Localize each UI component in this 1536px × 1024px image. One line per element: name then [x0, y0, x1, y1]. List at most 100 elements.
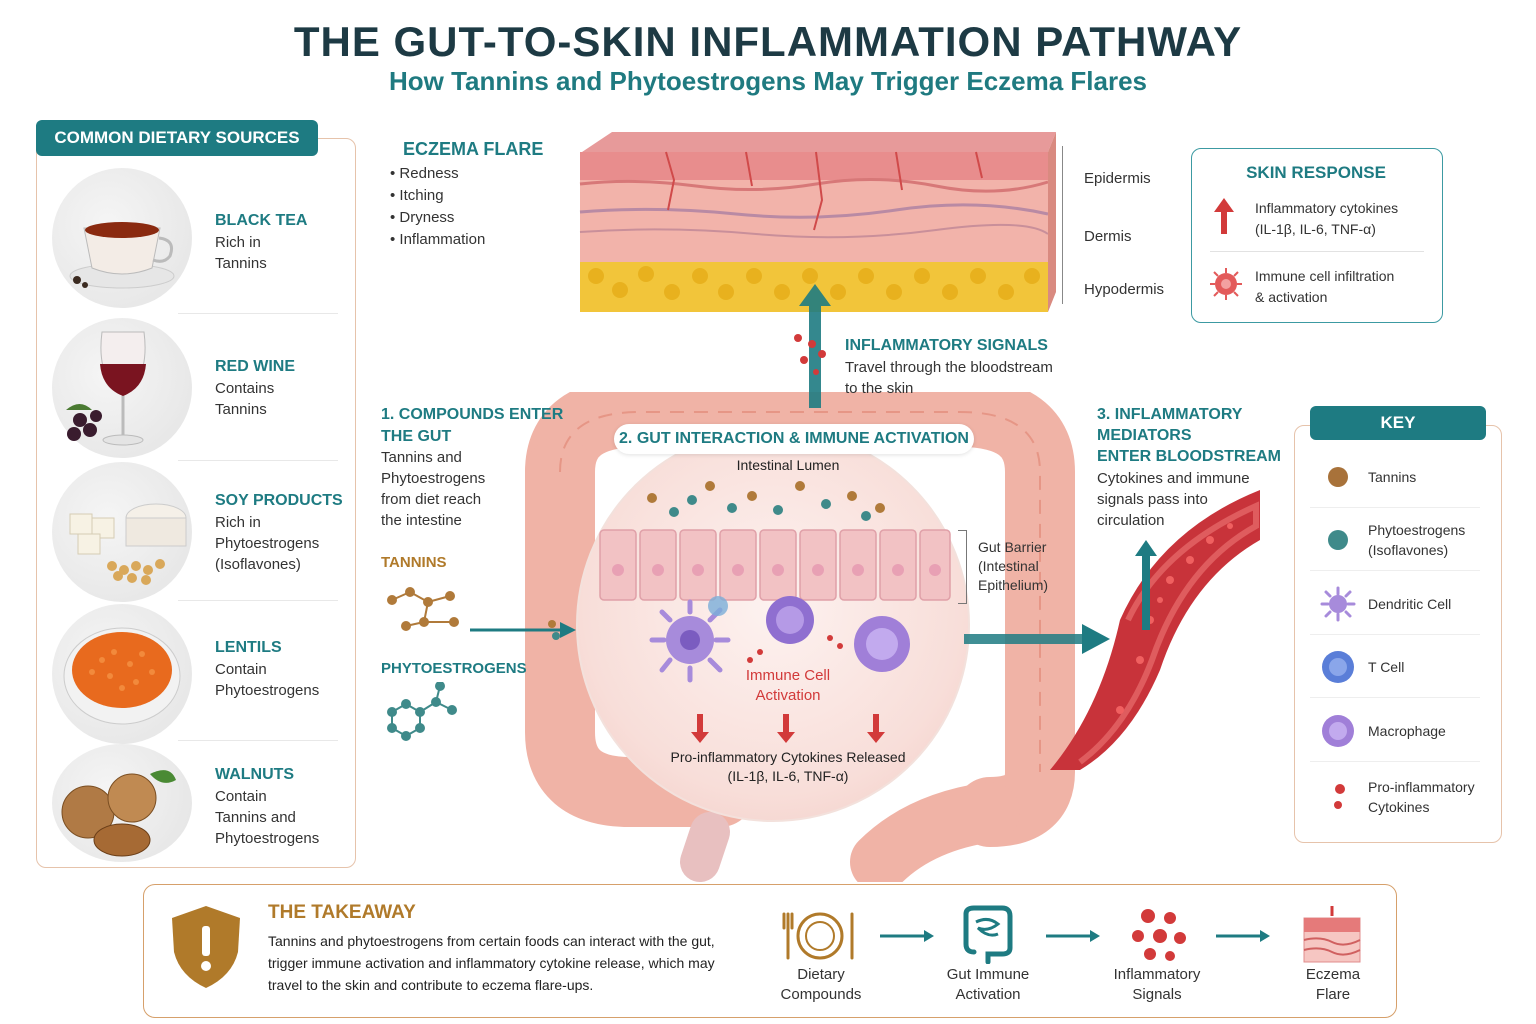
down-arrow-icon [690, 714, 710, 749]
skin-response-panel [1191, 148, 1443, 323]
walnuts-image [52, 744, 192, 862]
food-name-black-tea: BLACK TEA [215, 212, 308, 229]
takeaway-text: Tannins and phytoestrogens from certain … [268, 933, 715, 993]
takeaway-panel [143, 884, 1397, 1018]
cytokines-released-label: Pro-inflammatory Cytokines Released(IL-1… [670, 749, 906, 784]
food-desc-line: Tannins and [215, 809, 296, 826]
phytoestrogen-icon [1328, 530, 1348, 550]
soy-products-image [52, 462, 192, 602]
eczema-symptom-list: • Redness • Itching • Dryness • Inflamma… [390, 163, 485, 250]
down-arrow-icon [776, 714, 796, 749]
key-header: KEY [1310, 406, 1486, 440]
inflammatory-signals-icon [1126, 904, 1190, 969]
key-row-tcell: T Cell [1310, 637, 1480, 698]
up-arrow-icon [1212, 196, 1236, 241]
food-desc-line: Contain [215, 788, 267, 805]
takeaway-title: THE TAKEAWAY [268, 902, 416, 923]
cytokine-particles [792, 330, 832, 385]
eczema-symptom: • Itching [390, 187, 444, 204]
food-desc-line: Phytoestrogens [215, 535, 320, 552]
food-desc-line: Contain [215, 661, 267, 678]
flow-arrow-icon [1046, 928, 1102, 949]
food-desc-line: Phytoestrogens [215, 682, 320, 699]
food-name-lentils: LENTILS [215, 639, 282, 656]
layer-label-dermis: Dermis [1084, 228, 1132, 245]
food-desc-line: Rich in [215, 234, 261, 251]
divider [1210, 251, 1424, 252]
lumen-particles [640, 476, 900, 531]
layer-label-epidermis: Epidermis [1084, 170, 1151, 187]
gut-illustration [520, 377, 1080, 892]
skin-response-title: SKIN RESPONSE [1246, 163, 1386, 182]
up-arrow-from-bloodstream [1134, 540, 1158, 637]
food-desc-line: Contains [215, 380, 275, 397]
skin-response-immune-cells: Immune cell infiltration& activation [1255, 268, 1395, 305]
divider [178, 600, 338, 601]
eczema-symptom: • Inflammation [390, 231, 486, 248]
tannin-molecule-icon [384, 580, 464, 641]
flow-arrow-icon [880, 928, 936, 949]
phytoestrogens-label: PHYTOESTROGENS [381, 660, 527, 677]
immune-cells-illustration [640, 590, 940, 705]
signals-title: INFLAMMATORY SIGNALS [845, 337, 1048, 354]
page-title: THE GUT-TO-SKIN INFLAMMATION PATHWAY [293, 18, 1243, 65]
food-name-walnuts: WALNUTS [215, 766, 295, 783]
food-name-red-wine: RED WINE [215, 358, 295, 375]
arrow-to-bloodstream [964, 624, 1114, 659]
phytoestrogen-molecule-icon [384, 681, 464, 747]
dietary-sources-header: COMMON DIETARY SOURCES [36, 120, 318, 156]
warning-shield-icon [170, 904, 242, 995]
barrier-bracket [958, 530, 967, 604]
key-row-dendritic: Dendritic Cell [1310, 574, 1480, 635]
layer-label-hypodermis: Hypodermis [1084, 281, 1165, 298]
food-desc-line: Phytoestrogens [215, 830, 320, 847]
step2-title-pill: 2. GUT INTERACTION & IMMUNE ACTIVATION [614, 424, 974, 454]
eczema-symptom: • Redness [390, 165, 459, 182]
immune-cell-icon [1208, 266, 1244, 307]
epithelium-illustration [590, 520, 960, 615]
down-arrow-icon [866, 714, 886, 749]
page-subtitle: How Tannins and Phytoestrogens May Trigg… [388, 66, 1148, 96]
eczema-symptom: • Dryness [390, 209, 455, 226]
tannin-icon [1328, 467, 1348, 487]
tannins-label: TANNINS [381, 554, 447, 571]
food-desc-line: Tannins [215, 255, 267, 272]
flow-arrow-icon [1216, 928, 1272, 949]
food-desc-line: Rich in [215, 514, 261, 531]
red-wine-image [52, 318, 192, 458]
skin-response-cytokines: Inflammatory cytokines(IL-1β, IL-6, TNF-… [1255, 200, 1399, 237]
eczema-flare-title: ECZEMA FLARE [403, 139, 544, 159]
cytokine-icon [1334, 784, 1345, 809]
key-row-phytoestrogens: Phytoestrogens(Isoflavones) [1310, 510, 1480, 571]
gut-icon [958, 904, 1018, 969]
key-row-macrophage: Macrophage [1310, 701, 1480, 762]
divider [178, 740, 338, 741]
t-cell-icon [1322, 651, 1354, 683]
divider [178, 460, 338, 461]
black-tea-image [52, 168, 192, 308]
dietary-compounds-icon [782, 906, 858, 971]
layer-bracket [1062, 146, 1073, 304]
food-desc-line: (Isoflavones) [215, 556, 301, 573]
food-desc-line: Tannins [215, 401, 267, 418]
divider [178, 313, 338, 314]
key-row-tannins: Tannins [1310, 447, 1480, 508]
eczema-flare-icon [1300, 904, 1364, 969]
food-name-soy: SOY PRODUCTS [215, 492, 343, 509]
intestinal-lumen-label: Intestinal Lumen [736, 457, 840, 473]
macrophage-icon [1322, 715, 1354, 747]
arrow-into-gut [470, 618, 580, 647]
dendritic-cell-icon [1320, 586, 1356, 622]
